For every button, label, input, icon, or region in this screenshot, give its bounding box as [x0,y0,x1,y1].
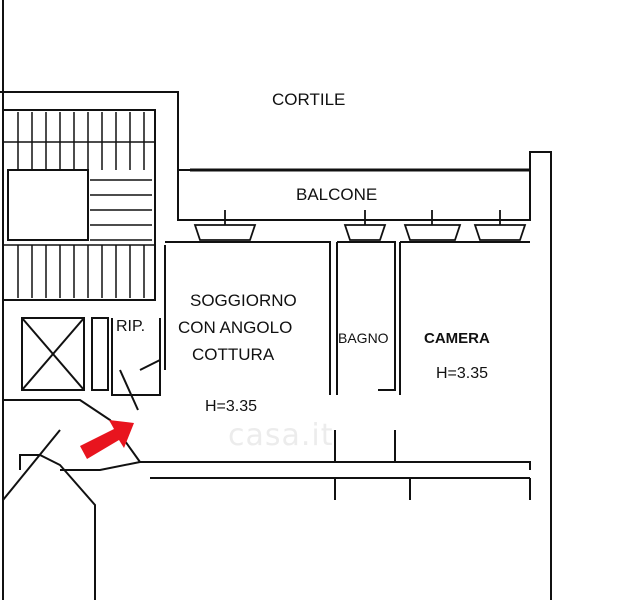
outside-label: CORTILE [272,90,346,109]
bath-label: BAGNO [338,330,389,346]
living-line-2: CON ANGOLO [178,318,293,337]
living-line-1: SOGGIORNO [190,291,297,310]
storage-walls [111,318,161,396]
bath-right-wall [337,241,396,391]
bottom-wall [140,461,531,470]
living-room-label: SOGGIORNO CON ANGOLO COTTURA [178,287,297,368]
lower-left-structure [19,454,96,600]
bedroom-label: CAMERA [424,330,490,347]
elevator-shaft [21,317,85,391]
living-right-wall [165,241,331,395]
stair-block [2,109,156,301]
living-line-3: COTTURA [192,345,275,364]
storage-label: RIP. [116,318,146,335]
living-height-label: H=3.35 [205,398,258,415]
watermark-text: casa.it [228,418,334,453]
bedroom-height-label: H=3.35 [436,365,489,382]
entrance-arrow-icon [80,420,134,459]
balcony-label: BALCONE [296,185,378,204]
